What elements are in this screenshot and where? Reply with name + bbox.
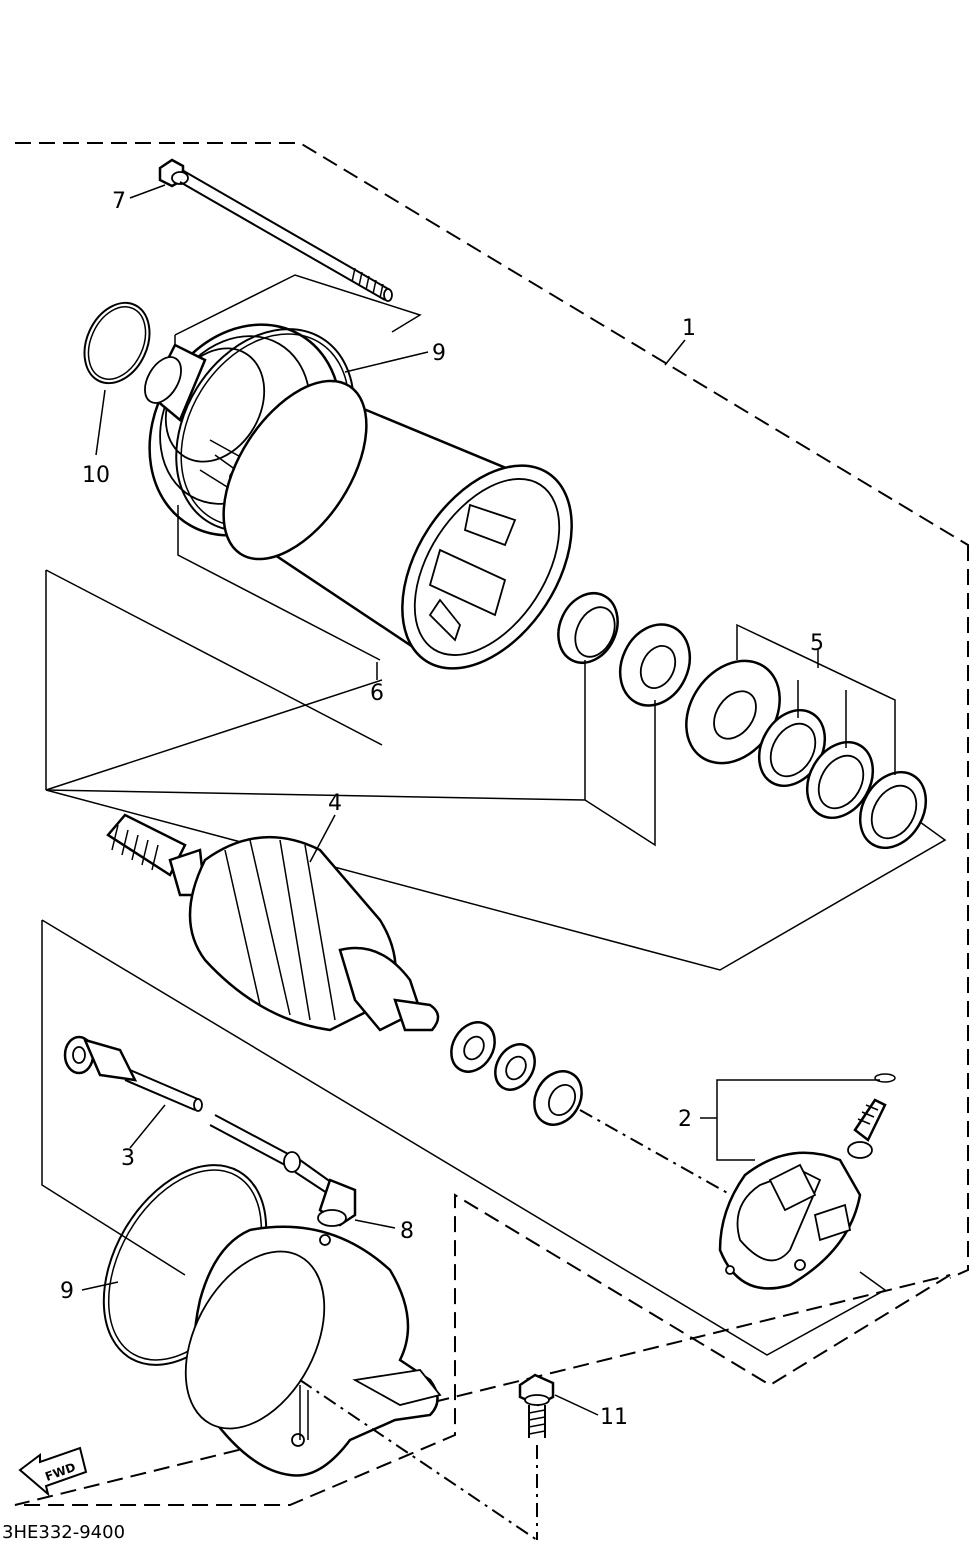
terminal-part bbox=[63, 1035, 203, 1112]
callout-11: 11 bbox=[600, 1405, 628, 1430]
armature-part bbox=[106, 813, 440, 1032]
washer-bracket bbox=[736, 623, 896, 775]
brush-holder-part bbox=[718, 1098, 887, 1290]
assembly-outline-right bbox=[949, 545, 969, 1279]
bolt-bracket bbox=[174, 274, 422, 345]
callout-5: 5 bbox=[810, 631, 824, 656]
oil-seal-part bbox=[618, 623, 692, 707]
callout-9-rear: 9 bbox=[60, 1279, 74, 1304]
washer-set-part bbox=[685, 659, 928, 849]
lower-bracket bbox=[41, 919, 887, 1356]
o-ring-small bbox=[83, 301, 151, 385]
through-bolt-part bbox=[158, 158, 393, 302]
fwd-arrow-icon: FWD bbox=[18, 1446, 88, 1497]
leader-9b bbox=[81, 1281, 119, 1291]
washer-small-part bbox=[450, 1021, 536, 1091]
brush-holder-centerline bbox=[579, 1109, 741, 1201]
leader-1 bbox=[664, 339, 686, 366]
assembly-outline bbox=[14, 142, 969, 1506]
callout-6: 6 bbox=[370, 681, 384, 706]
leader-4 bbox=[309, 814, 336, 863]
bush-part bbox=[533, 1070, 583, 1126]
leader-7 bbox=[129, 184, 166, 199]
rear-cover-bolt-line bbox=[299, 1385, 309, 1440]
leader-9a bbox=[344, 351, 429, 373]
screw-part bbox=[518, 1373, 555, 1438]
armature-frame bbox=[45, 789, 947, 971]
diagram-code: 3HE332-9400 bbox=[2, 1522, 125, 1543]
leader-10 bbox=[95, 389, 106, 456]
cable-part bbox=[209, 1114, 357, 1227]
callout-8: 8 bbox=[400, 1219, 414, 1244]
callout-4: 4 bbox=[328, 791, 342, 816]
front-cover-part bbox=[144, 323, 342, 537]
callout-7: 7 bbox=[112, 189, 126, 214]
bearing-part bbox=[557, 592, 619, 664]
callout-10: 10 bbox=[82, 463, 110, 488]
callout-1: 1 bbox=[682, 316, 696, 341]
rear-cover-part bbox=[184, 1225, 442, 1477]
leader-11 bbox=[554, 1394, 599, 1416]
leader-3 bbox=[129, 1104, 166, 1149]
leader-8 bbox=[354, 1219, 396, 1229]
brush-bracket bbox=[716, 1079, 880, 1161]
yoke-bracket bbox=[45, 505, 383, 791]
callout-3: 3 bbox=[121, 1146, 135, 1171]
seal-bracket bbox=[45, 660, 656, 847]
screw-centerline bbox=[299, 1379, 538, 1541]
callout-9-front: 9 bbox=[432, 341, 446, 366]
yoke-part bbox=[222, 379, 573, 670]
callout-2: 2 bbox=[678, 1107, 692, 1132]
